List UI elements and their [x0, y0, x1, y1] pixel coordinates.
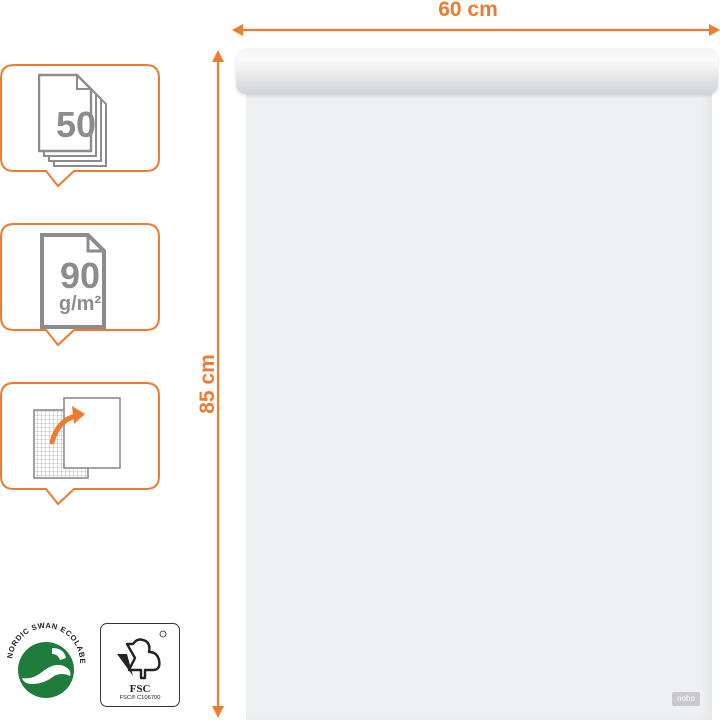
reverse-grid-callout [0, 382, 160, 506]
sheet-count-value: 50 [55, 104, 97, 145]
width-dimension-arrow [232, 24, 720, 36]
fsc-logo: FSC FSC® C106700 [100, 623, 180, 707]
height-label: 85 cm [196, 354, 219, 414]
brand-badge: nobo [672, 692, 700, 706]
fsc-license-code: FSC® C106700 [119, 695, 161, 701]
paper-weight-unit: g/m² [58, 293, 102, 315]
sheet-count-callout: 50 [0, 64, 160, 188]
grid-reverse-side-icon [33, 397, 121, 479]
width-label: 60 cm [438, 0, 498, 21]
nordic-swan-ecolabel-logo: NORDIC SWAN ECOLABEL [2, 618, 86, 698]
paper-weight-callout: 90 g/m² [0, 223, 160, 347]
flipchart-sheet [246, 90, 712, 720]
fsc-text: FSC [129, 683, 151, 695]
height-dimension-arrow [212, 50, 224, 718]
paper-weight-value: 90 [59, 255, 101, 296]
paper-weight-icon [40, 233, 106, 329]
sheet-stack-icon [38, 73, 107, 167]
flipchart-roll-top [236, 48, 718, 94]
fsc-tree-icon [117, 630, 167, 680]
